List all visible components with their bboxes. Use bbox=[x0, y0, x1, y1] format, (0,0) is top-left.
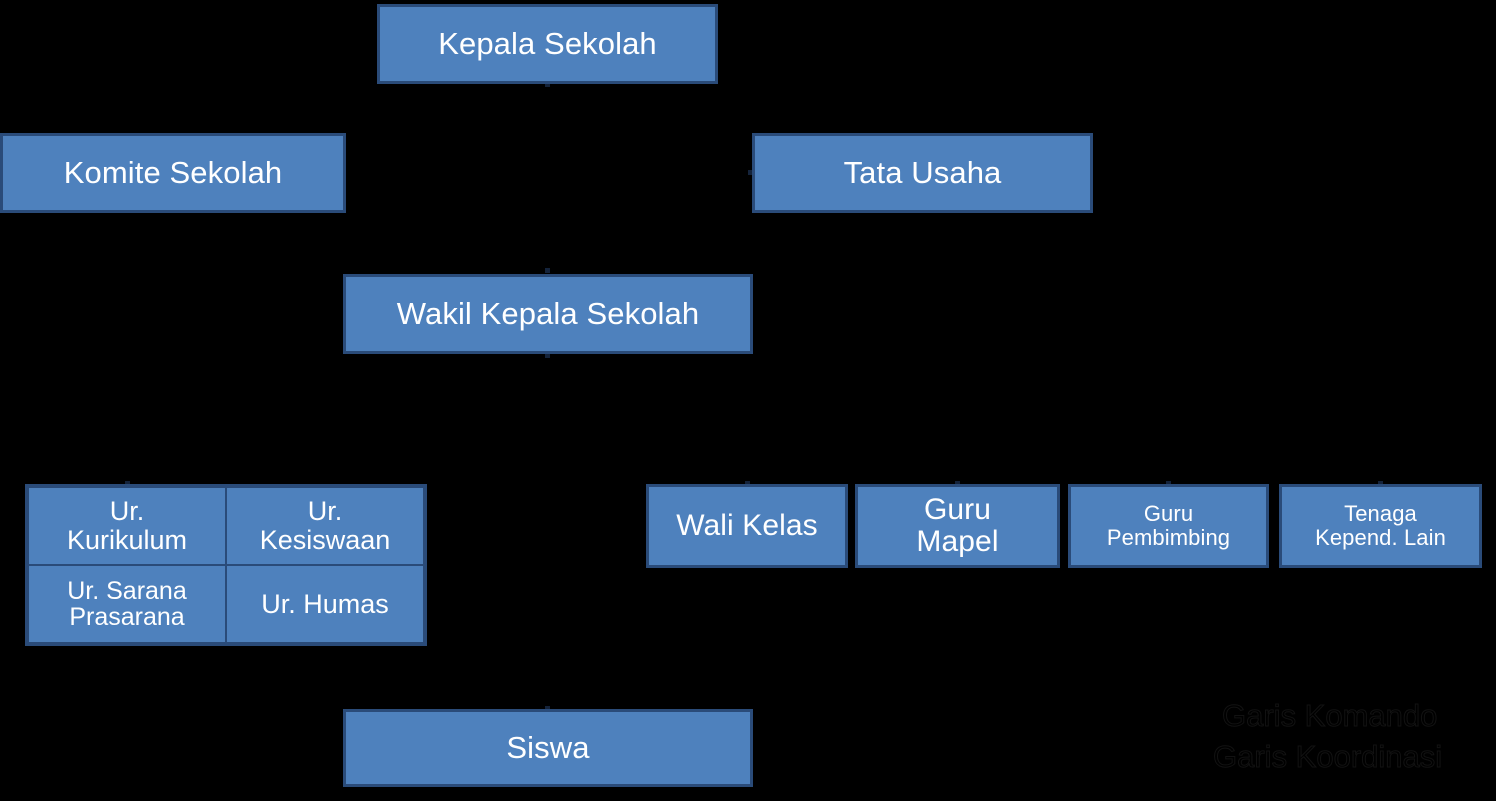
connection-nub-kepala-bottom bbox=[545, 82, 550, 87]
connection-nub-wakil-bottom bbox=[545, 353, 550, 358]
node-ur-kesiswaan[interactable]: Ur. Kesiswaan bbox=[226, 487, 424, 565]
node-guru-mapel[interactable]: Guru Mapel bbox=[855, 484, 1060, 568]
connector-staff-bus bbox=[127, 476, 1381, 478]
node-wakil-kepala-sekolah[interactable]: Wakil Kepala Sekolah bbox=[343, 274, 753, 354]
node-wali-kelas[interactable]: Wali Kelas bbox=[646, 484, 848, 568]
node-guru-pembimbing[interactable]: Guru Pembimbing bbox=[1068, 484, 1269, 568]
connection-nub-walikelas-top bbox=[745, 481, 750, 486]
urusan-cluster: Ur. Kurikulum Ur. Kesiswaan Ur. Sarana P… bbox=[25, 484, 427, 646]
legend-garis-komando: Garis Komando bbox=[1221, 698, 1438, 734]
connection-nub-kurikulum-top bbox=[125, 481, 130, 486]
node-ur-sarana-prasarana[interactable]: Ur. Sarana Prasarana bbox=[28, 565, 226, 643]
node-ur-humas[interactable]: Ur. Humas bbox=[226, 565, 424, 643]
connection-nub-gurupembimbing-top bbox=[1166, 481, 1171, 486]
connector-kepala-to-tatausaha bbox=[547, 172, 753, 174]
connector-kepala-to-komite bbox=[173, 172, 548, 174]
connector-to-siswa bbox=[547, 646, 549, 711]
connection-nub-siswa-top bbox=[545, 706, 550, 711]
node-komite-sekolah[interactable]: Komite Sekolah bbox=[0, 133, 346, 213]
connection-nub-tatausaha-left bbox=[748, 170, 753, 175]
node-tata-usaha[interactable]: Tata Usaha bbox=[752, 133, 1093, 213]
connector-wakil-to-bottom bbox=[547, 356, 549, 476]
node-tenaga-kependidikan-lain[interactable]: Tenaga Kepend. Lain bbox=[1279, 484, 1482, 568]
node-siswa[interactable]: Siswa bbox=[343, 709, 753, 787]
legend-garis-koordinasi: Garis Koordinasi bbox=[1212, 739, 1443, 775]
connection-nub-tenaga-top bbox=[1378, 481, 1383, 486]
connection-nub-gurumapel-top bbox=[955, 481, 960, 486]
node-kepala-sekolah[interactable]: Kepala Sekolah bbox=[377, 4, 718, 84]
connector-kepala-to-wakil bbox=[547, 83, 549, 271]
node-ur-kurikulum[interactable]: Ur. Kurikulum bbox=[28, 487, 226, 565]
connection-nub-wakil-top bbox=[545, 268, 550, 273]
